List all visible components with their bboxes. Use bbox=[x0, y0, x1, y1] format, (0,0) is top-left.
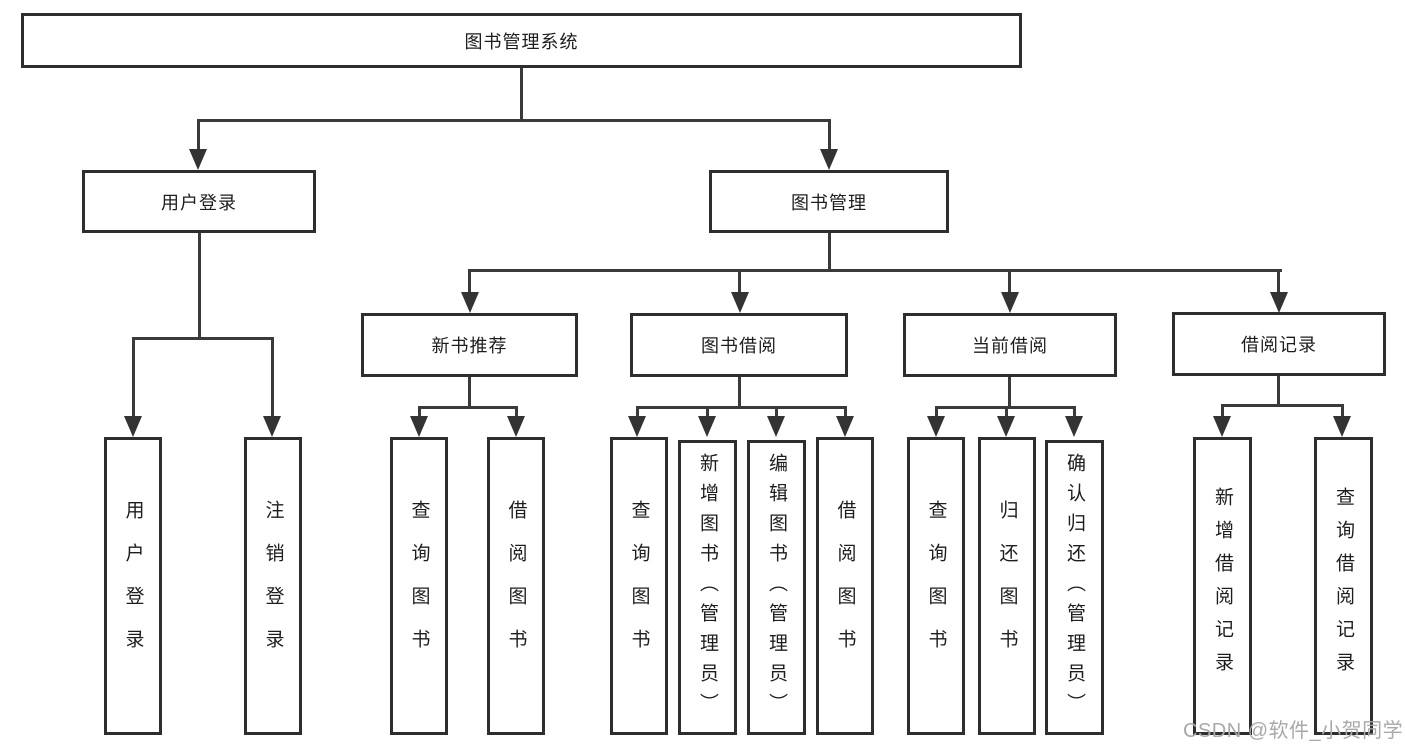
leaf-current-query-books: 查询图书 bbox=[907, 437, 965, 735]
node-new-book-recommend: 新书推荐 bbox=[361, 313, 578, 377]
arrow-down-icon bbox=[461, 292, 479, 313]
connector-vline bbox=[468, 377, 471, 407]
leaf-records-query-record: 查询借阅记录 bbox=[1314, 437, 1373, 735]
connector-vline bbox=[1008, 377, 1011, 407]
arrow-down-icon bbox=[820, 149, 838, 170]
arrow-down-icon bbox=[997, 416, 1015, 437]
leaf-newbook-query-books-label: 查询图书 bbox=[408, 500, 430, 672]
leaf-current-confirm-return-admin-label: 确认归还（管理员） bbox=[1064, 452, 1085, 723]
connector-hline bbox=[469, 269, 1282, 272]
connector-vline bbox=[1005, 406, 1008, 416]
connector-vline bbox=[844, 406, 847, 416]
connector-vline bbox=[828, 233, 831, 270]
node-root: 图书管理系统 bbox=[21, 13, 1022, 68]
leaf-logout: 注销登录 bbox=[244, 437, 302, 735]
arrow-down-icon bbox=[836, 416, 854, 437]
leaf-current-return-books: 归还图书 bbox=[978, 437, 1036, 735]
node-current-borrow: 当前借阅 bbox=[903, 313, 1117, 377]
leaf-newbook-borrow-books-label: 借阅图书 bbox=[505, 500, 527, 672]
connector-vline bbox=[1277, 376, 1280, 405]
leaf-borrow-borrow-books-label: 借阅图书 bbox=[834, 500, 856, 672]
node-book-management: 图书管理 bbox=[709, 170, 949, 233]
connector-hline bbox=[636, 406, 847, 409]
node-current-borrow-label: 当前借阅 bbox=[972, 336, 1048, 356]
arrow-down-icon bbox=[1001, 292, 1019, 313]
arrow-down-icon bbox=[410, 416, 428, 437]
connector-vline bbox=[738, 377, 741, 407]
arrow-down-icon bbox=[189, 149, 207, 170]
leaf-borrow-add-books-admin-label: 新增图书（管理员） bbox=[697, 452, 718, 723]
arrow-down-icon bbox=[507, 416, 525, 437]
connector-hline bbox=[197, 119, 831, 122]
connector-vline bbox=[1008, 269, 1011, 292]
connector-vline bbox=[468, 269, 471, 292]
node-user-login: 用户登录 bbox=[82, 170, 316, 233]
node-borrow-records: 借阅记录 bbox=[1172, 312, 1386, 376]
connector-vline bbox=[198, 233, 201, 338]
leaf-borrow-add-books-admin: 新增图书（管理员） bbox=[678, 440, 737, 735]
leaf-current-confirm-return-admin: 确认归还（管理员） bbox=[1045, 440, 1104, 735]
node-book-borrow-label: 图书借阅 bbox=[701, 336, 777, 356]
leaf-borrow-query-books: 查询图书 bbox=[610, 437, 668, 735]
connector-vline bbox=[1277, 269, 1280, 292]
connector-vline bbox=[828, 119, 831, 150]
arrow-down-icon bbox=[927, 416, 945, 437]
connector-vline bbox=[636, 406, 639, 416]
leaf-borrow-borrow-books: 借阅图书 bbox=[816, 437, 874, 735]
arrow-down-icon bbox=[731, 292, 749, 313]
leaf-current-return-books-label: 归还图书 bbox=[996, 500, 1018, 672]
leaf-newbook-query-books: 查询图书 bbox=[390, 437, 448, 735]
connector-vline bbox=[418, 406, 421, 416]
arrow-down-icon bbox=[767, 416, 785, 437]
leaf-records-query-record-label: 查询借阅记录 bbox=[1333, 487, 1354, 685]
connector-hline bbox=[1221, 404, 1344, 407]
arrow-down-icon bbox=[1213, 416, 1231, 437]
connector-vline bbox=[775, 406, 778, 416]
connector-hline bbox=[132, 337, 273, 340]
connector-vline bbox=[520, 68, 523, 120]
connector-vline bbox=[935, 406, 938, 416]
arrow-down-icon bbox=[628, 416, 646, 437]
connector-vline bbox=[515, 406, 518, 416]
connector-vline bbox=[1221, 404, 1224, 416]
arrow-down-icon bbox=[698, 416, 716, 437]
leaf-user-login: 用户登录 bbox=[104, 437, 162, 735]
arrow-down-icon bbox=[1270, 292, 1288, 313]
leaf-logout-label: 注销登录 bbox=[262, 500, 284, 672]
connector-vline bbox=[738, 269, 741, 292]
leaf-current-query-books-label: 查询图书 bbox=[925, 500, 947, 672]
connector-vline bbox=[271, 337, 274, 416]
arrow-down-icon bbox=[263, 416, 281, 437]
leaf-borrow-edit-books-admin-label: 编辑图书（管理员） bbox=[766, 452, 787, 723]
leaf-borrow-query-books-label: 查询图书 bbox=[628, 500, 650, 672]
node-root-label: 图书管理系统 bbox=[464, 31, 579, 52]
node-new-book-recommend-label: 新书推荐 bbox=[431, 336, 508, 356]
connector-vline bbox=[1341, 404, 1344, 416]
csdn-watermark: CSDN @软件_小贺同学 bbox=[1183, 720, 1404, 742]
arrow-down-icon bbox=[1333, 416, 1351, 437]
connector-vline bbox=[706, 406, 709, 416]
node-borrow-records-label: 借阅记录 bbox=[1241, 335, 1317, 355]
connector-vline bbox=[197, 119, 200, 150]
leaf-records-add-record: 新增借阅记录 bbox=[1193, 437, 1252, 735]
leaf-borrow-edit-books-admin: 编辑图书（管理员） bbox=[747, 440, 806, 735]
node-user-login-label: 用户登录 bbox=[161, 192, 237, 213]
leaf-newbook-borrow-books: 借阅图书 bbox=[487, 437, 545, 735]
arrow-down-icon bbox=[1065, 416, 1083, 437]
node-book-borrow: 图书借阅 bbox=[630, 313, 848, 377]
connector-vline bbox=[1073, 406, 1076, 416]
leaf-user-login-label: 用户登录 bbox=[122, 500, 144, 672]
node-book-management-label: 图书管理 bbox=[791, 192, 867, 213]
leaf-records-add-record-label: 新增借阅记录 bbox=[1212, 487, 1233, 685]
arrow-down-icon bbox=[124, 416, 142, 437]
connector-hline bbox=[418, 406, 518, 409]
connector-vline bbox=[132, 337, 135, 416]
